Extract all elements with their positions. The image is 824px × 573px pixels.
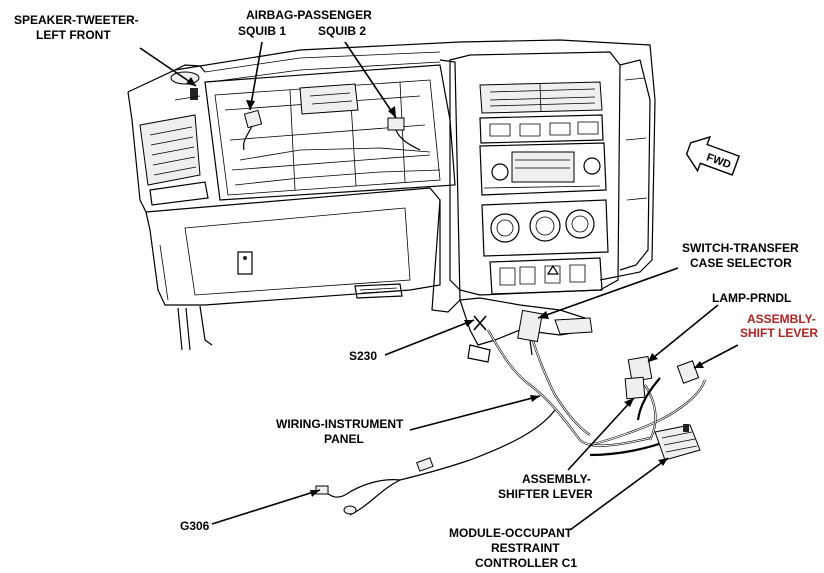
speaker-label-line1: SPEAKER-TWEETER- — [14, 13, 139, 27]
instrument-panel-harness — [315, 309, 707, 516]
switch-label-line2: CASE SELECTOR — [690, 256, 792, 270]
instrument-panel-illustration — [127, 39, 656, 363]
s230-label: S230 — [349, 349, 377, 363]
squib1-connector — [243, 109, 263, 151]
module-c1-connector — [654, 424, 701, 461]
switch-label-line1: SWITCH-TRANSFER — [682, 241, 799, 255]
module-label-line3: CONTROLLER C1 — [475, 556, 577, 570]
lamp-label: LAMP-PRNDL — [712, 291, 791, 305]
callout-labels: SPEAKER-TWEETER- LEFT FRONT AIRBAG-PASSE… — [14, 8, 818, 570]
airbag-label: AIRBAG-PASSENGER — [246, 8, 372, 22]
module-label-line2: RESTRAINT — [491, 541, 560, 555]
module-label-line1: MODULE-OCCUPANT — [449, 526, 573, 540]
lamp-arrowhead — [648, 353, 658, 362]
fwd-arrow-icon: FWD — [685, 135, 740, 176]
switch-arrowhead — [538, 311, 549, 319]
squib2-arrowhead — [388, 106, 396, 118]
wiring-label-line1: WIRING-INSTRUMENT — [276, 417, 404, 431]
squib2-label: SQUIB 2 — [318, 24, 366, 38]
wiring-label-line2: PANEL — [324, 432, 364, 446]
squib1-arrowhead — [246, 100, 255, 110]
assembly-shift-label-line2: SHIFT LEVER — [740, 326, 818, 340]
shift-arrowhead — [694, 361, 704, 368]
g306-label: G306 — [180, 519, 210, 533]
shifter-arrowhead — [624, 398, 634, 407]
module-arrowhead — [658, 458, 668, 466]
speaker-arrowhead — [186, 77, 196, 86]
squib2-connector — [387, 117, 421, 151]
s230-arrowhead — [464, 320, 474, 327]
leader-lines — [139, 41, 739, 531]
g306-arrowhead — [310, 490, 320, 497]
squib1-label: SQUIB 1 — [238, 24, 286, 38]
shifter-label-line2: SHIFTER LEVER — [498, 487, 593, 501]
shifter-label-line1: ASSEMBLY- — [522, 472, 591, 486]
speaker-label-line2: LEFT FRONT — [36, 28, 111, 42]
wiring-arrowhead — [530, 395, 540, 402]
assembly-shift-label-line1: ASSEMBLY- — [747, 312, 816, 326]
